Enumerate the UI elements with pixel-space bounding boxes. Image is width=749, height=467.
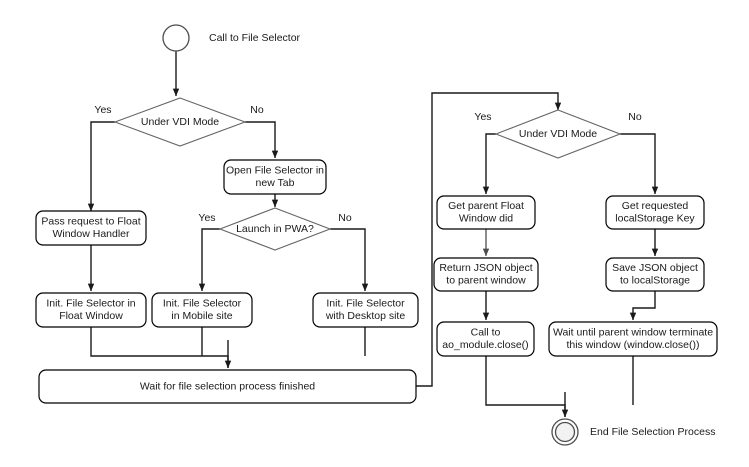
edge-vdi1-no-to-opentab	[245, 121, 279, 159]
process-label-open-new-tab-line2: new Tab	[256, 177, 295, 189]
process-label-init-desktop-site-line1: Init. File Selector	[326, 298, 405, 310]
edge-vdi1-yes-to-pass	[87, 121, 115, 212]
end-node[interactable]: End File Selection Process	[551, 418, 715, 446]
decision-label-vdi-2: Under VDI Mode	[519, 128, 597, 140]
decision-node-vdi-2[interactable]: Under VDI Mode Yes No	[474, 109, 642, 159]
process-label-init-mobile-site-line2: in Mobile site	[171, 310, 232, 322]
end-node-label: End File Selection Process	[590, 426, 715, 438]
process-box-call-ao-module-close[interactable]	[436, 321, 535, 357]
process-label-wait-file-selection-line1: Wait for file selection process finished	[140, 380, 315, 392]
branch-label-yes-pwa: Yes	[198, 212, 215, 224]
edge-layer	[87, 51, 659, 418]
process-label-pass-float-handler-line1: Pass request to Float	[41, 216, 140, 228]
decision-label-vdi-1: Under VDI Mode	[141, 116, 219, 128]
process-box-wait-file-selection[interactable]	[38, 369, 417, 404]
branch-label-yes-vdi-2: Yes	[474, 111, 491, 123]
edge-wait-to-vdi2	[416, 92, 562, 387]
decision-diamond-vdi-1[interactable]	[113, 97, 247, 147]
edge-pwa-no-to-desktop	[330, 228, 369, 292]
process-box-return-json-parent[interactable]	[433, 257, 539, 292]
process-box-init-float-window[interactable]	[35, 292, 147, 328]
process-label-save-json-localstorage-line1: Save JSON object	[612, 262, 698, 274]
start-node[interactable]: Call to File Selector	[162, 24, 301, 52]
decision-node-vdi-1[interactable]: Under VDI Mode Yes No	[94, 97, 264, 147]
branch-label-no-vdi-2: No	[628, 111, 642, 123]
process-label-return-json-parent-line2: to parent window	[446, 275, 526, 287]
process-label-init-mobile-site-line1: Init. File Selector	[163, 298, 242, 310]
process-label-get-parent-float-window-line1: Get parent Float	[448, 200, 524, 212]
decision-node-pwa[interactable]: Launch in PWA? Yes No	[198, 207, 352, 251]
process-label-call-ao-module-close-line2: ao_module.close()	[442, 339, 528, 351]
process-label-return-json-parent-line1: Return JSON object	[439, 262, 532, 274]
process-label-get-localstorage-key-line1: Get requested	[622, 200, 689, 212]
process-label-call-ao-module-close-line1: Call to	[471, 327, 501, 339]
edge-pwa-yes-to-mobile	[198, 228, 220, 292]
process-label-init-desktop-site-line2: with Desktop site	[325, 310, 406, 322]
process-label-init-float-window-line1: Init. File Selector in	[46, 298, 135, 310]
process-box-init-mobile-site[interactable]	[151, 292, 253, 328]
start-circle-icon[interactable]	[162, 24, 190, 52]
decision-diamond-vdi-2[interactable]	[494, 109, 622, 159]
decision-diamond-pwa[interactable]	[218, 207, 332, 251]
process-label-wait-parent-terminate-line2: this window (window.close())	[566, 339, 699, 351]
process-box-get-parent-float-window[interactable]	[436, 195, 536, 230]
process-label-save-json-localstorage-line2: to localStorage	[620, 275, 690, 287]
process-box-wait-parent-terminate[interactable]	[548, 321, 718, 357]
process-box-init-desktop-site[interactable]	[312, 292, 419, 328]
edge-vdi2-no-to-getkey	[620, 133, 659, 195]
process-box-open-new-tab[interactable]	[223, 159, 327, 195]
process-box-pass-float-handler[interactable]	[35, 210, 147, 246]
branch-label-yes-vdi-1: Yes	[94, 104, 111, 116]
edge-savejson-to-waitterminate	[629, 291, 656, 321]
edge-initfloat-to-wait	[90, 327, 229, 368]
branch-label-no-vdi-1: No	[250, 104, 264, 116]
process-label-wait-parent-terminate-line1: Wait until parent window terminate	[553, 327, 713, 339]
process-label-init-float-window-line2: Float Window	[59, 310, 123, 322]
process-label-get-parent-float-window-line2: Window did	[459, 213, 513, 225]
edge-callclose-to-end	[485, 356, 566, 417]
process-box-save-json-localstorage[interactable]	[605, 257, 705, 292]
decision-label-pwa: Launch in PWA?	[236, 223, 314, 235]
end-circle-inner-icon[interactable]	[554, 421, 576, 443]
process-label-pass-float-handler-line2: Window Handler	[52, 228, 130, 240]
process-node-wait-file-selection[interactable]: Wait for file selection process finished	[38, 369, 417, 404]
branch-label-no-pwa: No	[338, 212, 352, 224]
process-label-get-localstorage-key-line2: localStorage Key	[615, 213, 695, 225]
process-label-open-new-tab-line1: Open File Selector in	[226, 165, 324, 177]
start-node-label: Call to File Selector	[209, 32, 301, 44]
process-box-get-localstorage-key[interactable]	[605, 195, 705, 230]
edge-vdi2-yes-to-getparent	[482, 133, 496, 195]
